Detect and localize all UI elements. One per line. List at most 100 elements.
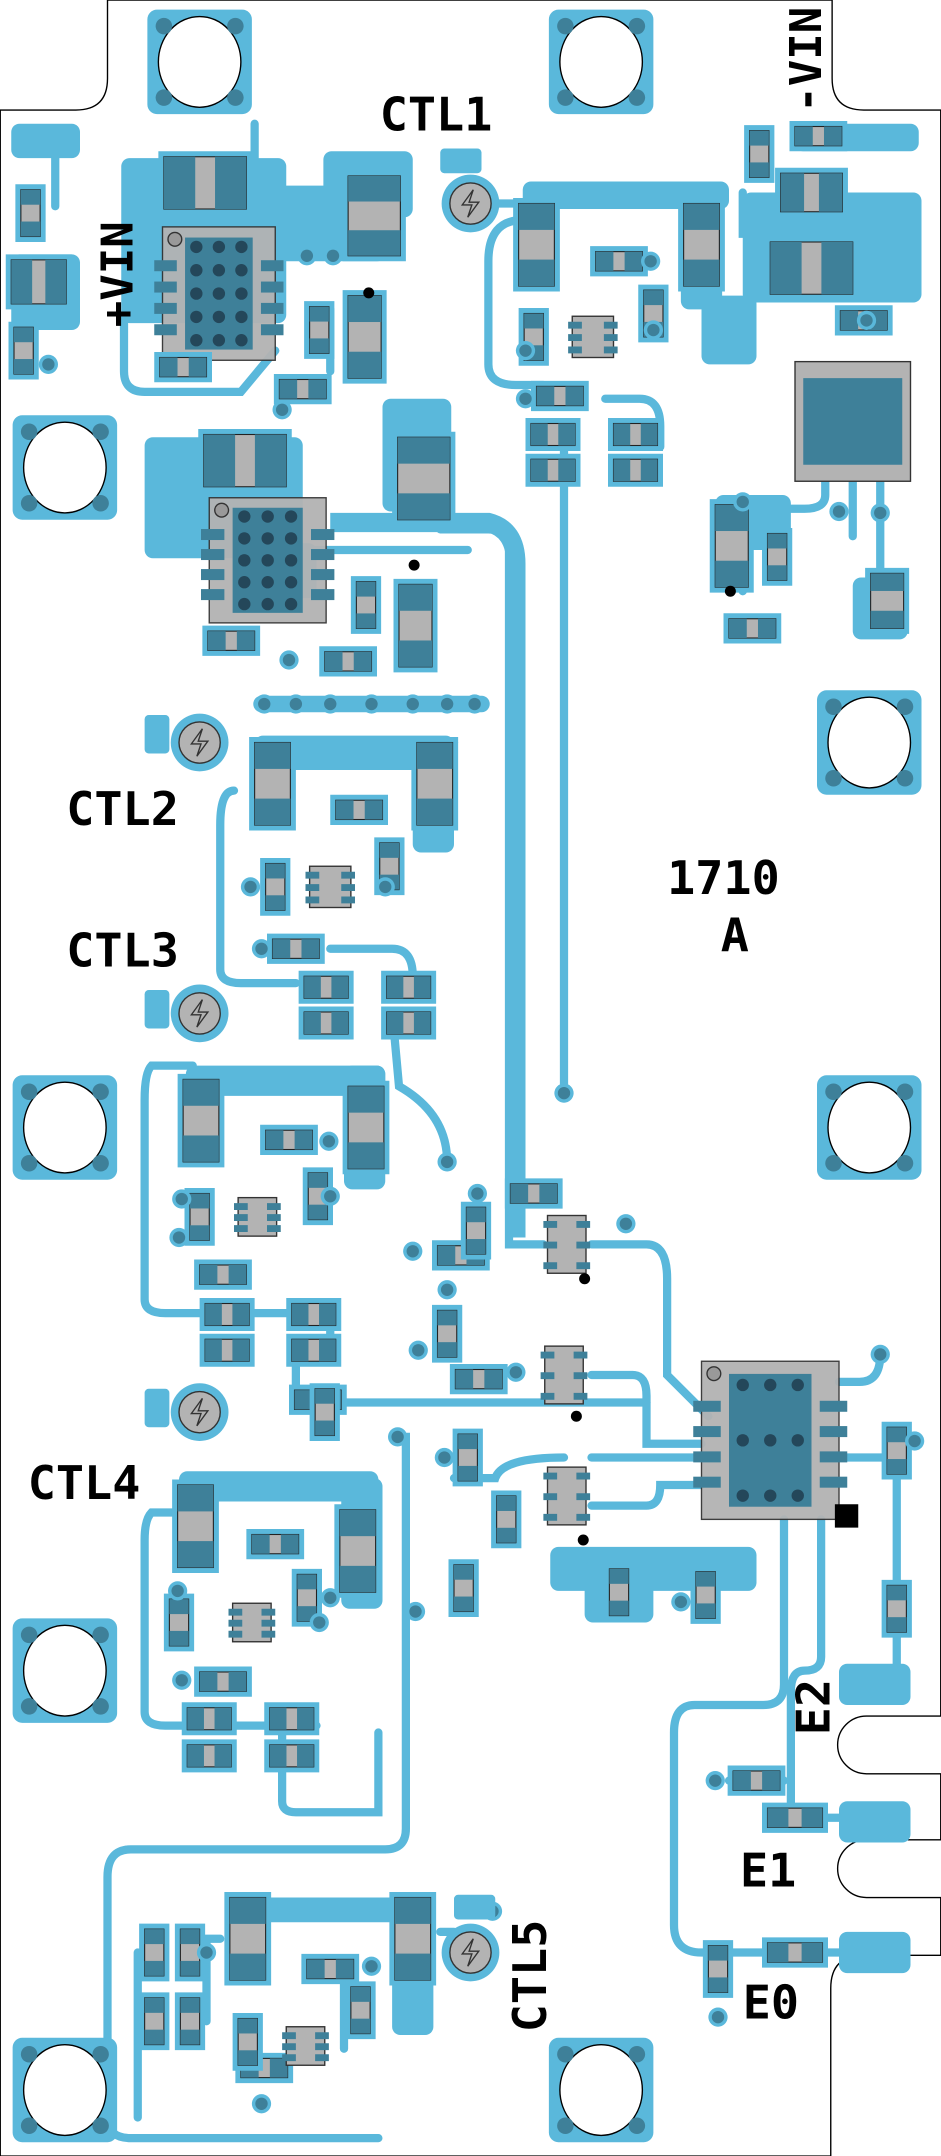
via xyxy=(379,880,392,894)
pin1-marker xyxy=(706,1366,722,1382)
component-terminal xyxy=(780,173,805,212)
component-terminal xyxy=(14,327,34,343)
component-terminal xyxy=(229,1897,266,1924)
mounting-via xyxy=(825,698,842,715)
component-terminal xyxy=(518,259,555,286)
component-terminal xyxy=(308,1204,328,1220)
component-terminal xyxy=(297,1707,314,1730)
ic-pin xyxy=(260,281,284,293)
ic-pin xyxy=(568,346,582,354)
mounting-hole xyxy=(157,15,242,108)
component-terminal xyxy=(696,1603,716,1619)
component-terminal xyxy=(437,1342,457,1358)
component-terminal xyxy=(466,1239,486,1254)
component-terminal xyxy=(350,1986,371,2002)
component-terminal xyxy=(454,1564,474,1580)
component-terminal xyxy=(565,386,584,406)
component-terminal xyxy=(309,338,329,354)
mounting-via xyxy=(557,17,574,35)
mounting-via xyxy=(227,17,244,35)
component-terminal xyxy=(399,640,432,667)
mounting-hole xyxy=(22,1624,107,1717)
component-terminal xyxy=(236,631,255,651)
component-terminal xyxy=(613,459,631,482)
ic-pin xyxy=(305,871,320,879)
component-terminal xyxy=(749,130,769,146)
component-terminal xyxy=(348,176,401,202)
component-terminal xyxy=(315,1420,335,1436)
ic-pin xyxy=(234,1214,248,1221)
component-terminal xyxy=(708,1945,728,1961)
component-terminal xyxy=(379,842,399,858)
component-terminal xyxy=(183,1079,219,1106)
component-terminal xyxy=(397,437,450,464)
label-ctl4: CTL4 xyxy=(28,1457,141,1511)
component-terminal xyxy=(294,1390,313,1410)
mounting-via xyxy=(227,89,244,106)
component-terminal xyxy=(624,251,643,271)
ic-pin xyxy=(576,1221,591,1228)
component-terminal xyxy=(696,1571,716,1587)
mounting-via xyxy=(896,698,914,715)
component-terminal xyxy=(279,379,298,399)
mounting-hole xyxy=(22,2043,107,2137)
ic-pin xyxy=(282,2032,296,2040)
component-terminal xyxy=(335,800,354,820)
component-terminal xyxy=(455,1369,474,1389)
component-terminal xyxy=(437,1310,457,1326)
via xyxy=(255,942,268,955)
component-terminal xyxy=(350,2018,371,2034)
component-terminal xyxy=(331,976,349,999)
trace xyxy=(484,215,548,390)
mounting-via xyxy=(896,1083,914,1100)
ic-via xyxy=(190,334,203,347)
ic-via xyxy=(238,597,251,611)
mounting-via xyxy=(92,1155,109,1172)
component-terminal xyxy=(640,423,658,446)
component-terminal xyxy=(238,2018,258,2034)
mounting-via xyxy=(20,1083,38,1100)
component-terminal xyxy=(394,1897,431,1924)
ic-via xyxy=(190,240,203,254)
via xyxy=(471,1187,484,1200)
ic-pin xyxy=(315,2043,329,2051)
label-ctl2: CTL2 xyxy=(66,783,179,837)
via xyxy=(644,255,657,268)
mounting-via xyxy=(896,1155,914,1172)
ic-pin xyxy=(693,1451,721,1463)
ic-pin xyxy=(201,589,225,601)
mounting-via xyxy=(20,1155,38,1172)
component-terminal xyxy=(767,533,787,549)
ic-via xyxy=(736,1378,749,1392)
board-revision: A xyxy=(721,910,749,964)
ic-pin xyxy=(543,1513,558,1521)
ic-pin xyxy=(573,1372,588,1380)
copper-pour xyxy=(254,735,454,770)
via xyxy=(406,697,419,711)
label-ctl5: CTL5 xyxy=(504,1920,558,2033)
mounting-via xyxy=(20,1626,38,1644)
mounting-via xyxy=(20,2046,38,2063)
component-terminal xyxy=(11,259,33,304)
component-terminal xyxy=(144,2029,164,2045)
copper-pour xyxy=(11,123,80,159)
via xyxy=(200,1946,213,1959)
test-point-tab xyxy=(144,1388,170,1428)
ic-via xyxy=(261,554,274,567)
component-terminal xyxy=(215,156,247,209)
component-terminal xyxy=(199,1672,218,1692)
ic-pin xyxy=(154,281,177,293)
ic-pin xyxy=(305,896,320,904)
polarity-dot xyxy=(577,1534,589,1546)
component-terminal xyxy=(416,798,453,825)
component-terminal xyxy=(269,1744,287,1767)
ic-via xyxy=(284,510,298,523)
ic-pin xyxy=(819,1426,848,1438)
ic-via xyxy=(764,1489,777,1502)
via xyxy=(406,1245,419,1258)
ic-via xyxy=(736,1434,749,1447)
mounting-via xyxy=(557,89,574,106)
component-terminal xyxy=(159,357,178,377)
test-point-tab xyxy=(144,715,170,754)
component-terminal xyxy=(595,251,614,271)
